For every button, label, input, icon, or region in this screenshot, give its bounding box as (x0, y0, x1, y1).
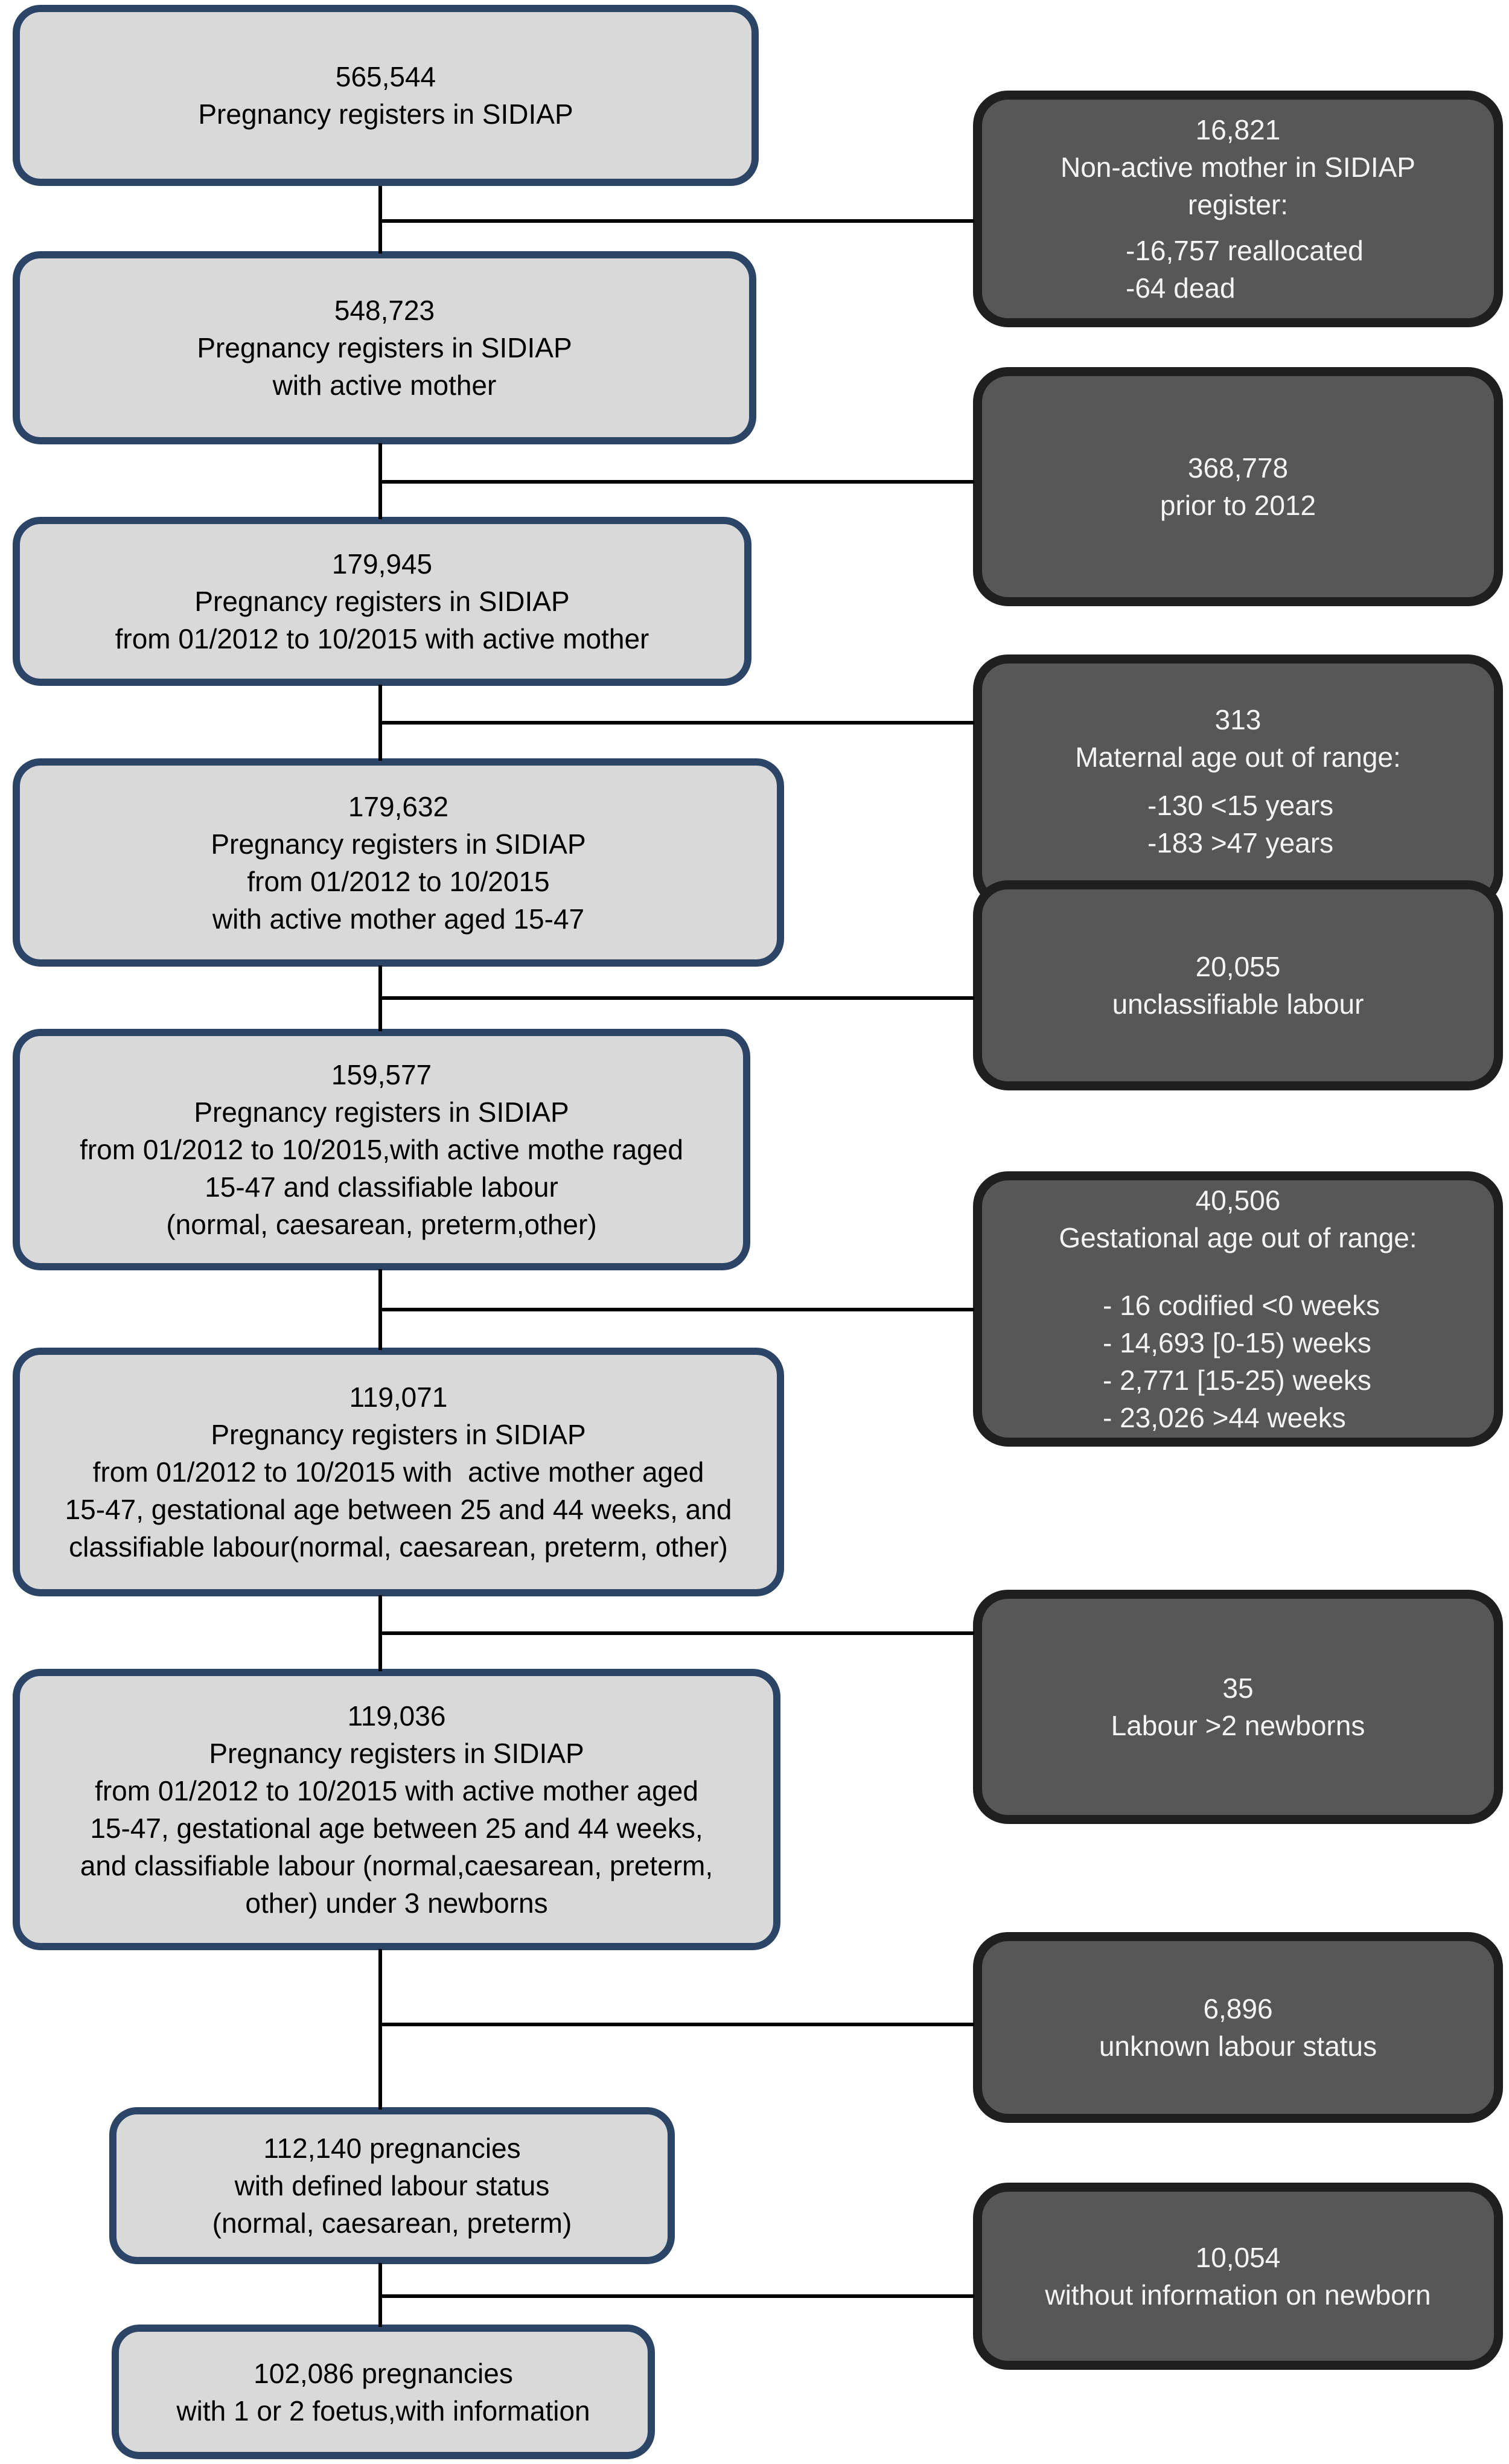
connector-vertical-7 (378, 1949, 382, 2110)
box-text-line: 16,821 (1195, 114, 1281, 146)
box-text-line: -130 <15 years (1147, 790, 1334, 821)
box-text-line: from 01/2012 to 10/2015 with active moth… (92, 1456, 704, 1488)
box-text-line: 15-47 and classifiable labour (205, 1171, 558, 1203)
box-text-line: Labour >2 newborns (1111, 1710, 1365, 1741)
box-text-line: 565,544 (335, 61, 436, 92)
connector-branch-2 (380, 480, 974, 484)
box-text-line: (normal, caesarean, preterm) (212, 2207, 572, 2239)
connector-branch-6 (380, 1631, 974, 1635)
box-text-line: register: (1187, 189, 1289, 220)
box-text-line: Pregnancy registers in SIDIAP (194, 586, 570, 617)
box-text-line: (normal, caesarean, preterm,other) (166, 1209, 597, 1240)
box-text-line: prior to 2012 (1160, 490, 1316, 521)
box-text-line: classifiable labour(normal, caesarean, p… (69, 1531, 728, 1563)
box-text-line: 10,054 (1195, 2242, 1281, 2273)
box-text-line: 368,778 (1187, 452, 1289, 484)
box-text-line: 548,723 (334, 295, 435, 326)
box-text-line: 159,577 (331, 1059, 432, 1090)
box-text-line: - 2,771 [15-25) weeks (1103, 1365, 1371, 1396)
box-text-line: 102,086 pregnancies (254, 2357, 513, 2389)
box-text-line: 179,945 (331, 548, 433, 580)
box-text-line: 112,140 pregnancies (263, 2133, 521, 2164)
inclusion-box-7: 119,036 Pregnancy registers in SIDIAP fr… (13, 1669, 780, 1950)
connector-branch-4 (380, 996, 974, 1000)
exclusion-box-1: 16,821 Non-active mother in SIDIAP regis… (973, 91, 1503, 327)
exclusion-box-4: 20,055 unclassifiable labour (973, 880, 1503, 1090)
connector-branch-5 (380, 1308, 974, 1311)
connector-branch-8 (380, 2294, 974, 2298)
box-text-line: - 16 codified <0 weeks (1103, 1290, 1380, 1321)
box-text-line: 119,036 (347, 1700, 446, 1732)
box-text-line: Pregnancy registers in SIDIAP (198, 98, 573, 130)
box-text-line: other) under 3 newborns (245, 1887, 548, 1919)
box-text-line: from 01/2012 to 10/2015 with active moth… (115, 623, 649, 654)
box-text-line: 15-47, gestational age between 25 and 44… (65, 1494, 732, 1525)
exclusion-box-8: 10,054 without information on newborn (973, 2183, 1503, 2370)
inclusion-box-6: 119,071 Pregnancy registers in SIDIAP fr… (13, 1348, 784, 1596)
box-text-line: with defined labour status (234, 2170, 550, 2201)
box-text-line: 35 (1222, 1672, 1254, 1704)
box-text-line: 119,071 (349, 1381, 448, 1413)
box-text-line: 313 (1214, 704, 1262, 735)
inclusion-box-4: 179,632 Pregnancy registers in SIDIAP fr… (13, 758, 784, 967)
box-text-line: and classifiable labour (normal,caesarea… (80, 1850, 713, 1881)
box-text-line: 6,896 (1203, 1993, 1273, 2024)
box-text-line: without information on newborn (1045, 2279, 1431, 2311)
inclusion-box-1: 565,544 Pregnancy registers in SIDIAP (13, 5, 759, 186)
box-text-line: 15-47, gestational age between 25 and 44… (90, 1813, 703, 1844)
box-text-line: with 1 or 2 foetus,with information (176, 2395, 590, 2427)
connector-branch-7 (380, 2023, 974, 2026)
box-text-line: - 23,026 >44 weeks (1103, 1402, 1346, 1433)
box-text-line: Pregnancy registers in SIDIAP (209, 1738, 584, 1769)
inclusion-box-5: 159,577 Pregnancy registers in SIDIAP fr… (13, 1029, 750, 1270)
inclusion-box-2: 548,723 Pregnancy registers in SIDIAP wi… (13, 251, 756, 444)
box-text-line: from 01/2012 to 10/2015 with active moth… (95, 1775, 698, 1806)
box-text-line: Gestational age out of range: (1059, 1222, 1417, 1253)
box-text-line: from 01/2012 to 10/2015 (247, 865, 550, 897)
exclusion-box-3: 313 Maternal age out of range: -130 <15 … (973, 654, 1503, 908)
box-text-line: -64 dead (1126, 272, 1236, 304)
connector-branch-1 (380, 219, 974, 223)
connector-branch-3 (380, 721, 974, 725)
box-text-line: 20,055 (1195, 951, 1281, 982)
box-text-line: with active mother aged 15-47 (212, 903, 585, 935)
box-text-line: unknown labour status (1099, 2030, 1377, 2062)
box-text-line: 40,506 (1195, 1185, 1281, 1216)
box-text-line: Pregnancy registers in SIDIAP (194, 1096, 569, 1128)
exclusion-box-6: 35 Labour >2 newborns (973, 1590, 1503, 1824)
box-text-line: with active mother (272, 370, 497, 401)
box-text-line: Maternal age out of range: (1075, 741, 1401, 773)
exclusion-box-5: 40,506 Gestational age out of range: - 1… (973, 1171, 1503, 1447)
inclusion-box-3: 179,945 Pregnancy registers in SIDIAP fr… (13, 517, 751, 686)
box-text-line: 179,632 (348, 790, 449, 822)
exclusion-box-7: 6,896 unknown labour status (973, 1932, 1503, 2123)
box-text-line: -183 >47 years (1147, 827, 1334, 859)
box-text-line: Pregnancy registers in SIDIAP (211, 828, 586, 860)
exclusion-box-2: 368,778 prior to 2012 (973, 367, 1503, 606)
box-text-line: Non-active mother in SIDIAP (1060, 152, 1415, 183)
box-text-line: unclassifiable labour (1112, 988, 1364, 1020)
inclusion-box-8: 112,140 pregnancies with defined labour … (109, 2107, 675, 2264)
inclusion-box-9: 102,086 pregnancies with 1 or 2 foetus,w… (112, 2325, 655, 2459)
box-text-line: -16,757 reallocated (1126, 235, 1364, 266)
box-text-line: Pregnancy registers in SIDIAP (211, 1419, 586, 1450)
box-text-line: - 14,693 [0-15) weeks (1103, 1327, 1371, 1358)
box-text-line: from 01/2012 to 10/2015,with active moth… (80, 1134, 683, 1165)
box-text-line: Pregnancy registers in SIDIAP (197, 332, 572, 363)
